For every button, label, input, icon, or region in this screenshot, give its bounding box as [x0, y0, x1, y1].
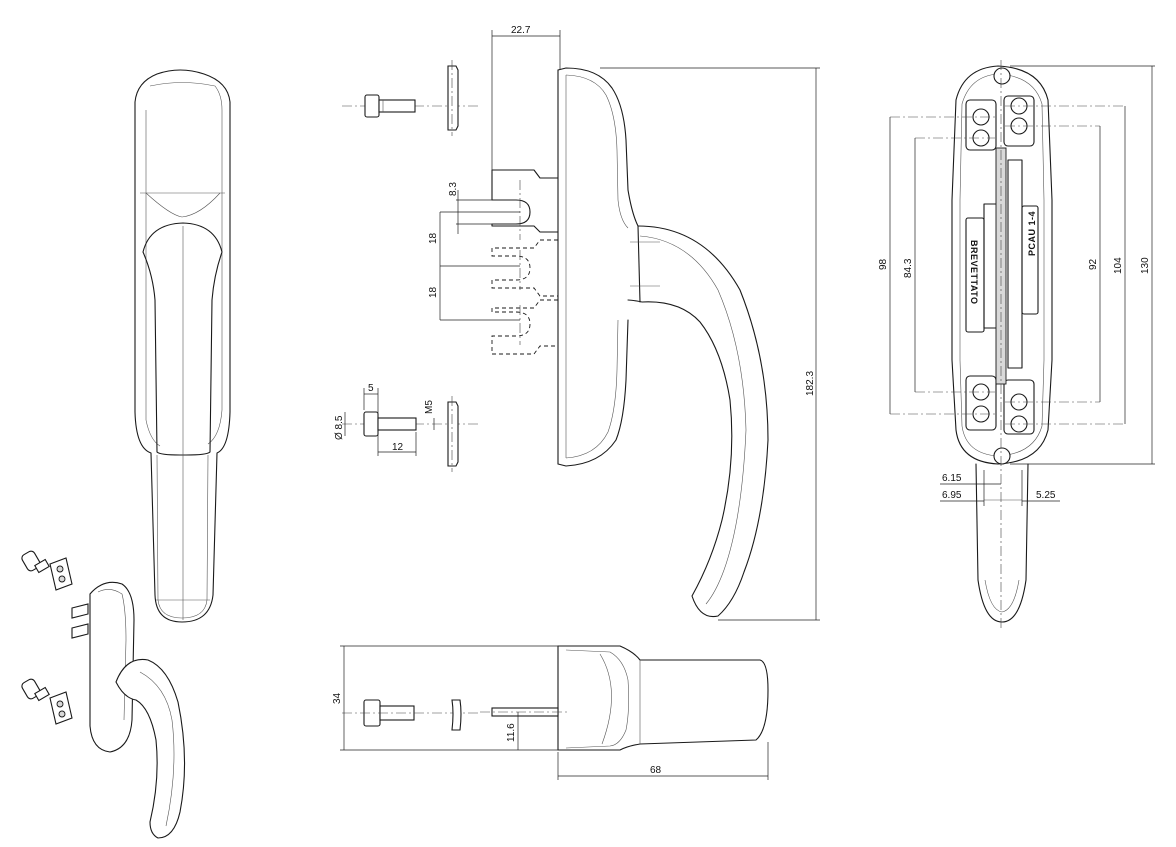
dim-22-7: 22.7	[511, 25, 531, 36]
part-markings: BREVETTATO PCAU 1-4	[969, 211, 1037, 305]
dim-18-upper: 18	[428, 232, 439, 244]
side-view-handle	[491, 67, 769, 618]
model-marking: PCAU 1-4	[1027, 211, 1037, 256]
patent-marking: BREVETTATO	[969, 240, 979, 305]
dimension-lines	[340, 30, 1155, 780]
dim-5: 5	[368, 383, 374, 394]
isometric-view	[21, 550, 186, 839]
dim-130: 130	[1140, 257, 1151, 274]
dim-18-lower: 18	[428, 286, 439, 298]
dim-6-95: 6.95	[942, 490, 962, 501]
dim-5-25: 5.25	[1036, 490, 1056, 501]
dim-diameter-8-5: Ø 8.5	[334, 415, 345, 440]
bottom-view	[342, 645, 769, 751]
dimension-labels: 22.7 8.3 18 18 5 Ø 8.5 M5 12 182.3 34 11…	[332, 25, 1151, 776]
dim-6-15: 6.15	[942, 473, 962, 484]
dim-m5: M5	[424, 400, 435, 414]
dim-11-6: 11.6	[506, 723, 517, 742]
dim-34: 34	[332, 692, 343, 704]
dim-98: 98	[878, 258, 889, 270]
dim-84-3: 84.3	[903, 258, 914, 278]
screw-dimensioned	[342, 396, 478, 472]
dim-8-3: 8.3	[448, 182, 459, 196]
front-view-handle	[134, 69, 231, 623]
dim-92: 92	[1088, 258, 1099, 270]
dim-12: 12	[392, 442, 404, 453]
dim-182-3: 182.3	[805, 371, 816, 396]
dim-104: 104	[1113, 257, 1124, 274]
rear-view-rose	[890, 60, 1125, 630]
screw-top	[342, 60, 478, 136]
dim-68: 68	[650, 765, 662, 776]
